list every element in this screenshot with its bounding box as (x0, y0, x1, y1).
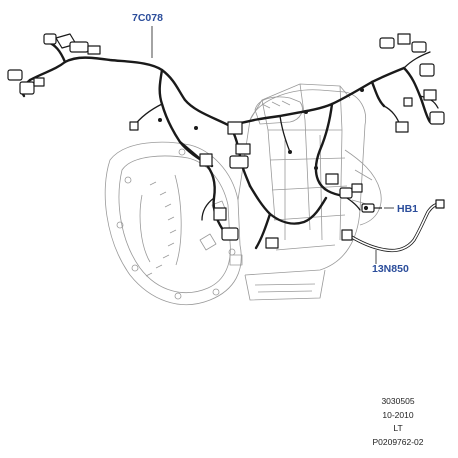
callout-13n850: 13N850 (372, 263, 409, 275)
callout-hb1: HB1 (397, 203, 418, 215)
wiring-harness (21, 40, 439, 250)
reference-date: 10-2010 (382, 410, 413, 420)
drawing-reference-block: 3030505 10-2010 LT P0209762-02 (372, 396, 423, 447)
drawing-id: P0209762-02 (372, 437, 423, 447)
harness-clips (158, 88, 364, 170)
sensor-hb1 (361, 203, 382, 213)
leader-lines (151, 26, 394, 264)
callout-7c078: 7C078 (132, 12, 163, 24)
tube-13n850 (341, 199, 445, 253)
reference-number: 3030505 (381, 396, 414, 406)
harness-connectors (7, 33, 445, 249)
reference-region: LT (393, 423, 402, 433)
